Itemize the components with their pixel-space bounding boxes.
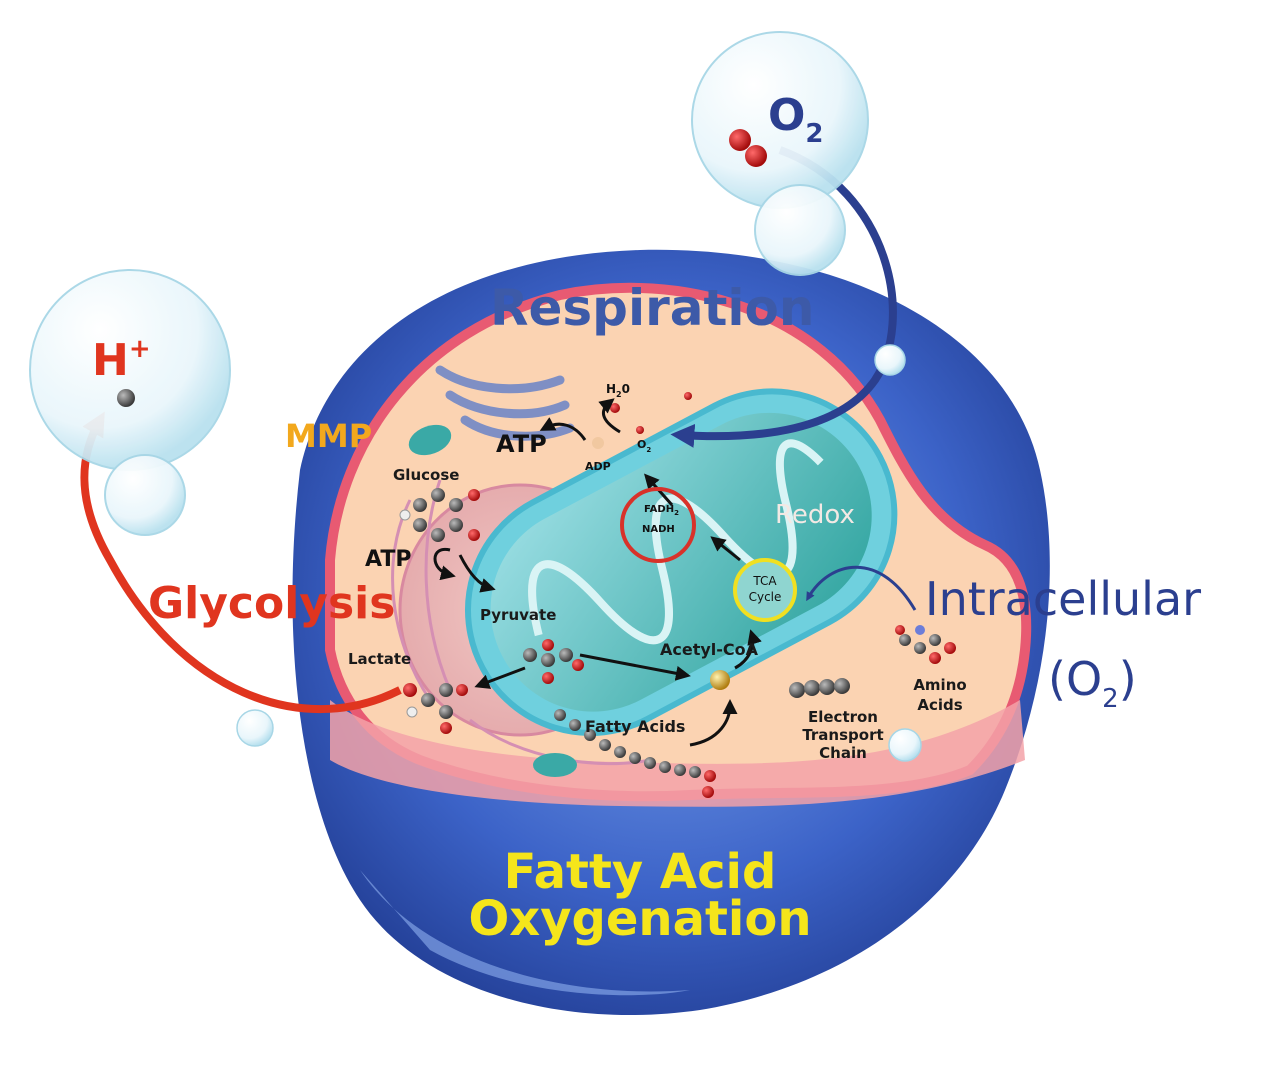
tca-cycle xyxy=(733,558,797,622)
tca-label-line-1: TCA xyxy=(752,574,777,588)
small-bubble-3 xyxy=(874,344,906,376)
h-plus-label: H+ xyxy=(92,334,151,386)
lactate-label: Lactate xyxy=(348,650,411,668)
small-mitochondrion-1 xyxy=(408,424,452,456)
mmp-label: MMP xyxy=(285,417,372,455)
etc-label-line-1: Electron xyxy=(808,708,878,726)
nadh-label: NADH xyxy=(642,524,675,535)
amino-acids-label-line-2: Acids xyxy=(917,696,962,714)
glucose-molecule-icon xyxy=(399,488,480,542)
golgi-icon xyxy=(435,365,575,441)
glucose-label: Glucose xyxy=(393,466,459,484)
acetyl-coa-label: Acetyl-CoA xyxy=(660,640,759,659)
atp-mito-label: ATP xyxy=(496,430,547,458)
small-bubble-1 xyxy=(754,184,846,276)
o2-bubble-label: O2 xyxy=(768,90,824,149)
o2-respiration-arrow xyxy=(670,146,897,448)
small-bubble-4 xyxy=(236,709,274,747)
proton-icon xyxy=(117,389,135,407)
mito-o2-molecule-icon xyxy=(636,426,644,434)
oxygen-molecule-icon xyxy=(729,129,767,167)
adp-label: ADP xyxy=(585,460,611,473)
etc-label-line-3: Chain xyxy=(819,744,867,762)
small-bubble-2 xyxy=(104,454,186,536)
pyruvate-label: Pyruvate xyxy=(480,606,556,624)
intracellular-label: Intracellular xyxy=(925,572,1201,626)
free-o2-icon xyxy=(684,392,692,400)
atp-cyto-label: ATP xyxy=(365,547,411,572)
electron-transport-chain-icon xyxy=(789,678,850,698)
fatty-acid-chain-icon xyxy=(554,709,716,798)
fatty-acid-oxygenation-line-2: Oxygenation xyxy=(468,891,811,947)
lactate-molecule-icon xyxy=(403,683,468,734)
respiration-label: Respiration xyxy=(490,279,815,337)
fatty-acid-oxygenation-line-1: Fatty Acid xyxy=(504,844,777,900)
amino-acids-label-line-1: Amino xyxy=(913,676,966,694)
h2o-molecule-icon xyxy=(610,403,620,413)
fadh2-label: FADH2 xyxy=(644,504,679,517)
fadh2-nadh-cycle xyxy=(620,487,696,563)
amino-acid-molecule-icon xyxy=(895,625,956,664)
mitochondrion-icon xyxy=(464,388,898,737)
pathway-arrows xyxy=(433,398,762,747)
mito-o2-label: O2 xyxy=(637,438,651,454)
h2o-label: H20 xyxy=(606,382,630,399)
glycolysis-proton-arrow xyxy=(80,411,402,714)
small-mitochondrion-3 xyxy=(533,753,577,777)
intracellular-o2-label: (O2) xyxy=(1048,652,1137,714)
pyruvate-molecule-icon xyxy=(523,639,584,684)
etc-label-line-2: Transport xyxy=(802,726,883,744)
tca-label-line-2: Cycle xyxy=(749,590,782,604)
fatty-acids-label: Fatty Acids xyxy=(585,717,685,736)
redox-label: Redox xyxy=(775,500,855,530)
h-plus-bubble-icon xyxy=(29,269,231,471)
glycolysis-label: Glycolysis xyxy=(148,578,395,629)
small-bubble-5 xyxy=(888,728,922,762)
membrane-rim xyxy=(330,700,1025,807)
acetyl-coa-icon xyxy=(710,670,730,690)
adp-icon xyxy=(592,437,604,449)
intracellular-arrow xyxy=(806,565,917,611)
